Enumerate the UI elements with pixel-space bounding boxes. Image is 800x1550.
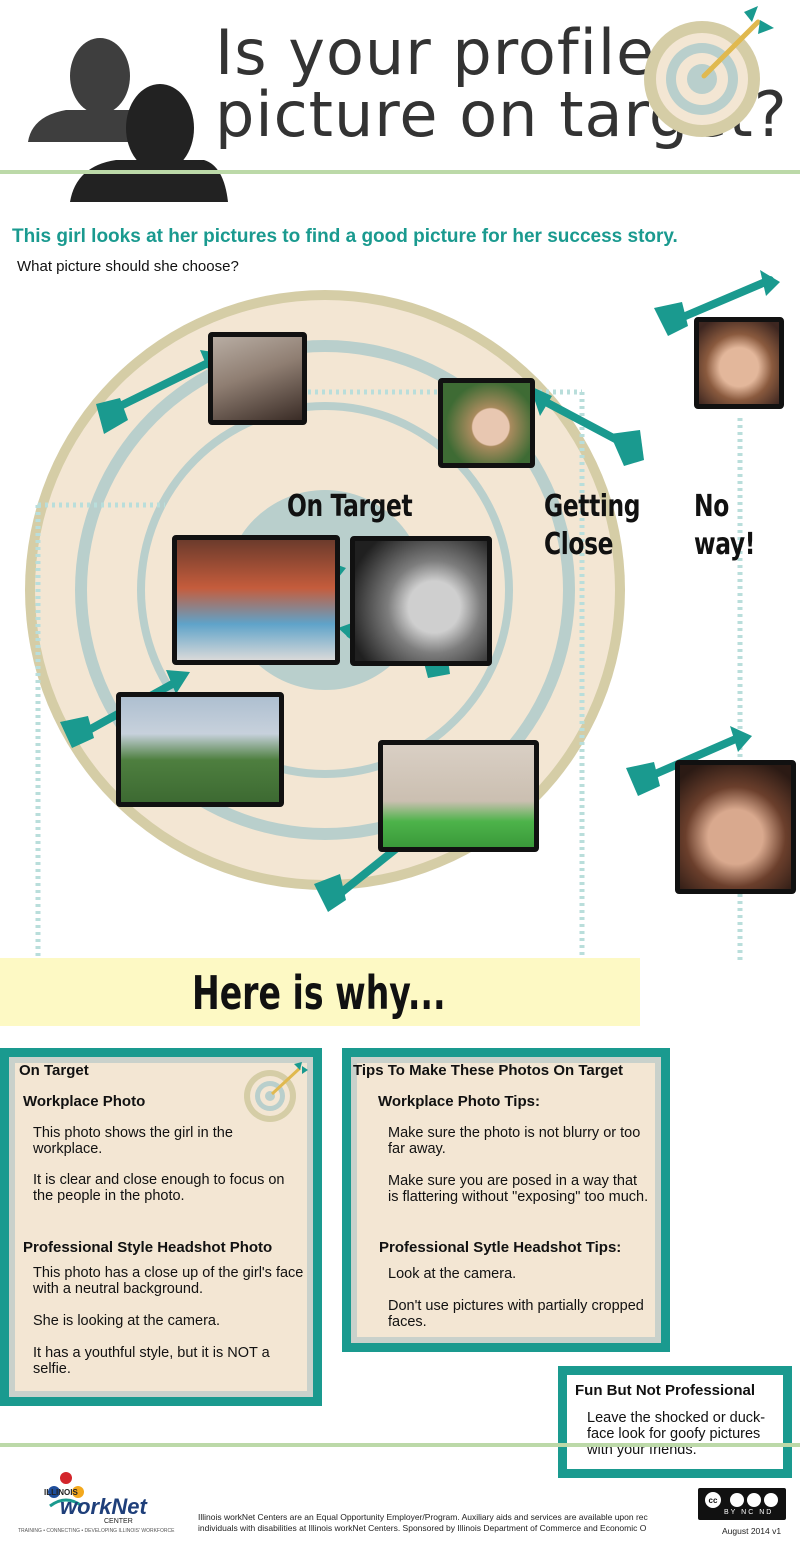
panel-left-sec2-p1: This photo has a close up of the girl's … bbox=[33, 1265, 304, 1297]
panel-mid-sec2-title: Professional Sytle Headshot Tips: bbox=[379, 1239, 622, 1256]
panel-mid-sec1-p1: Make sure the photo is not blurry or too… bbox=[388, 1125, 641, 1157]
panel-left-sec1-title: Workplace Photo bbox=[23, 1093, 146, 1110]
label-getting-close-line1: Getting bbox=[544, 489, 641, 524]
footer-disclaimer: Illinois workNet Centers are an Equal Op… bbox=[198, 1512, 696, 1534]
photo-shocked-face bbox=[694, 317, 784, 409]
panel-left-sec1-p1: This photo shows the girl in the workpla… bbox=[33, 1125, 233, 1157]
logo-top-text: ILLINOIS bbox=[44, 1488, 78, 1497]
photo-girl-side-profile bbox=[208, 332, 307, 425]
version-label: August 2014 v1 bbox=[722, 1526, 782, 1536]
intro-headline: This girl looks at her pictures to find … bbox=[12, 226, 678, 247]
why-heading: Here is why... bbox=[192, 966, 446, 1020]
panel-left-sec2-title: Professional Style Headshot Photo bbox=[23, 1239, 273, 1256]
photo-cake-table bbox=[378, 740, 539, 852]
panel-left-sec2-p2: She is looking at the camera. bbox=[33, 1313, 220, 1329]
panel-on-target bbox=[0, 1048, 322, 1406]
panel-not-professional bbox=[558, 1366, 792, 1478]
svg-text:cc: cc bbox=[709, 1496, 718, 1505]
label-on-target: On Target bbox=[287, 489, 413, 524]
panel-mid-sec1-title: Workplace Photo Tips: bbox=[378, 1093, 540, 1110]
panel-left-sec2-p3: It has a youthful style, but it is NOT a… bbox=[33, 1345, 270, 1377]
label-getting-close: Getting Close bbox=[544, 488, 641, 564]
target-dart-icon bbox=[644, 6, 774, 137]
why-banner bbox=[0, 958, 640, 1026]
logo-tagline: TRAINING • CONNECTING • DEVELOPING ILLIN… bbox=[18, 1528, 175, 1534]
footer-rule bbox=[0, 1443, 800, 1447]
label-no-way: No way! bbox=[694, 489, 756, 562]
disclaimer-line-2: individuals with disabilities at Illinoi… bbox=[198, 1523, 647, 1533]
logo-sub-text: CENTER bbox=[104, 1518, 133, 1525]
header-rule bbox=[0, 170, 800, 174]
panel-mid-sec1-p2: Make sure you are posed in a way that is… bbox=[388, 1173, 649, 1205]
people-silhouette-icon bbox=[28, 38, 228, 202]
panel-tips-inner bbox=[357, 1063, 655, 1337]
photo-duck-face-crown bbox=[675, 760, 796, 894]
panel-mid-sec2-p2: Don't use pictures with partially croppe… bbox=[388, 1298, 644, 1330]
worknet-logo: ILLINOIS workNet CENTER TRAINING • CONNE… bbox=[18, 1468, 198, 1538]
panel-left-sec1-p2: It is clear and close enough to focus on… bbox=[33, 1172, 285, 1204]
cc-icons: cc bbox=[705, 1492, 778, 1508]
photo-girl-outdoors-smile bbox=[438, 378, 535, 468]
logo-main-text: workNet bbox=[60, 1494, 147, 1519]
cc-license-badge: cc BY NC ND bbox=[698, 1488, 786, 1520]
disclaimer-line-1: Illinois workNet Centers are an Equal Op… bbox=[198, 1512, 648, 1522]
photo-group-outdoors bbox=[116, 692, 284, 807]
panel-right-p1: Leave the shocked or duck-face look for … bbox=[587, 1410, 766, 1458]
panel-right-title: Fun But Not Professional bbox=[575, 1382, 755, 1399]
label-getting-close-line2: Close bbox=[544, 527, 614, 562]
cc-license-text: BY NC ND bbox=[724, 1509, 774, 1516]
panel-mid-sec2-p1: Look at the camera. bbox=[388, 1266, 517, 1282]
photo-headshot-bw bbox=[350, 536, 492, 666]
panel-mid-title: Tips To Make These Photos On Target bbox=[353, 1062, 624, 1079]
title-line-1: Is your profile bbox=[215, 16, 656, 89]
intro-question: What picture should she choose? bbox=[17, 258, 239, 275]
mini-target-icon bbox=[244, 1062, 308, 1122]
panel-not-professional-inner bbox=[573, 1381, 777, 1463]
panel-tips bbox=[342, 1048, 670, 1352]
panel-left-title: On Target bbox=[19, 1062, 89, 1079]
logo-people-icon bbox=[48, 1472, 84, 1508]
photo-workplace-group bbox=[172, 535, 340, 665]
